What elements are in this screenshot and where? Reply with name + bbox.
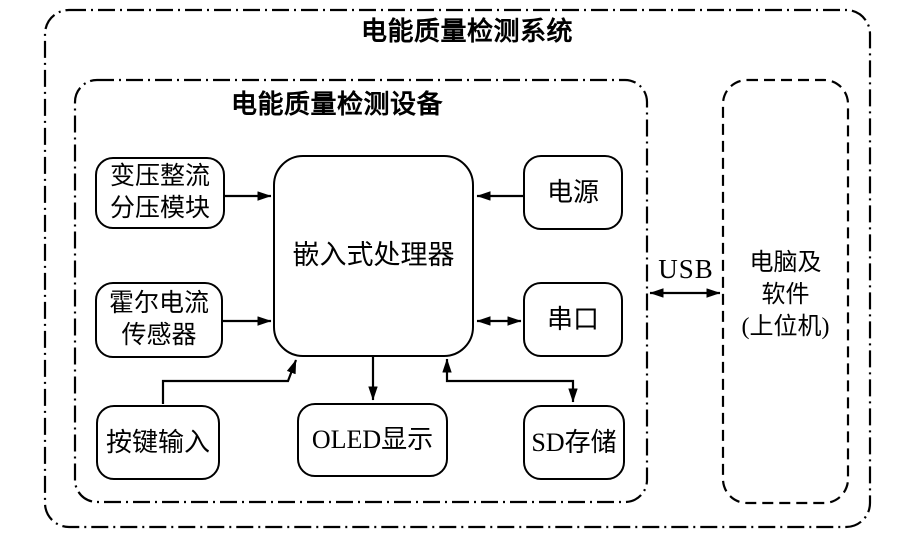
- node-serial-port: 串口: [523, 282, 623, 357]
- system-title: 电能质量检测系统: [360, 17, 573, 47]
- node-oled-display: OLED显示: [297, 403, 448, 477]
- node-processor: 嵌入式处理器: [273, 155, 474, 357]
- usb-label: USB: [658, 253, 714, 284]
- device-frame: [73, 78, 649, 504]
- host-computer-frame: [721, 78, 850, 505]
- system-frame: [43, 8, 872, 529]
- edge-keyinput-to-processor: [161, 359, 298, 404]
- device-title: 电能质量检测设备: [230, 90, 443, 120]
- node-key-input: 按键输入: [96, 405, 220, 480]
- node-transformer-module: 变压整流 分压模块: [95, 157, 225, 229]
- node-hall-sensor: 霍尔电流 传感器: [95, 282, 223, 358]
- node-power-supply: 电源: [523, 155, 623, 230]
- node-sd-storage: SD存储: [523, 405, 625, 480]
- host-computer-label: 电脑及 软件 (上位机): [741, 250, 830, 340]
- edge-processor-sd-bidirectional: [442, 358, 578, 403]
